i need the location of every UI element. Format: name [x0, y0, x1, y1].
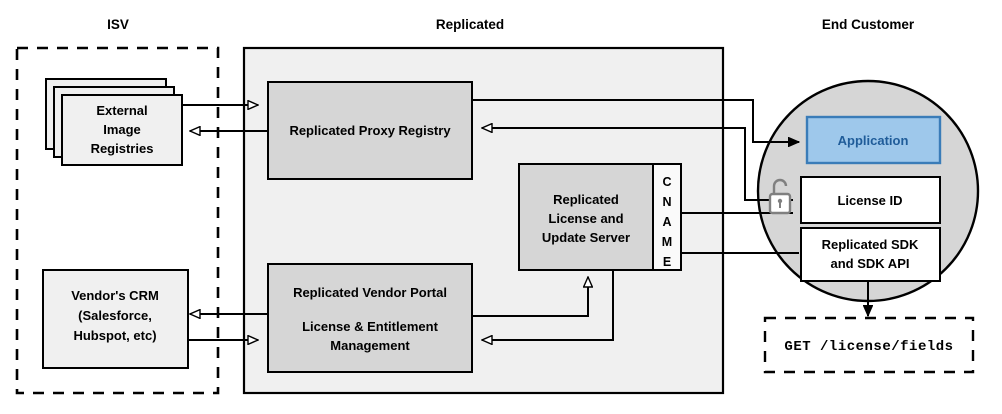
application-box[interactable] — [805, 115, 942, 165]
replicated-proxy-registry-box[interactable] — [267, 81, 473, 180]
external-registries-label-3: Registries — [91, 141, 154, 156]
end-customer-title: End Customer — [822, 17, 915, 32]
vendor-portal-label-1: Replicated Vendor Portal — [293, 285, 447, 300]
license-server-label-2: License and — [548, 211, 623, 226]
license-id-box[interactable] — [800, 176, 941, 224]
cname-strip[interactable] — [652, 163, 682, 271]
connector-portal-to-license-server — [472, 277, 588, 317]
license-server-label-3: Update Server — [542, 230, 630, 245]
replicated-vendor-portal-box[interactable] — [267, 263, 473, 373]
cname-letter-3: A — [662, 215, 671, 229]
cname-letter-1: C — [662, 175, 671, 189]
vendor-portal-label-2: License & Entitlement — [302, 319, 438, 334]
api-call-boundary — [763, 316, 975, 374]
isv-boundary — [15, 46, 220, 395]
vendor-crm-label-1: Vendor's CRM — [71, 288, 159, 303]
connector-proxy-to-application — [472, 99, 799, 142]
isv-title: ISV — [107, 17, 129, 32]
vendor-crm-box[interactable] — [42, 269, 189, 369]
application-label: Application — [838, 133, 909, 148]
vendor-crm-label-3: Hubspot, etc) — [73, 328, 156, 343]
license-server-label-1: Replicated — [553, 192, 619, 207]
vendor-crm-label-2: (Salesforce, — [78, 308, 152, 323]
replicated-title: Replicated — [436, 17, 504, 32]
external-registries-label-2: Image — [103, 122, 141, 137]
external-registries-box[interactable] — [61, 94, 183, 166]
api-call-label: GET /license/fields — [784, 339, 953, 355]
connector-license-server-to-portal — [482, 270, 614, 340]
cname-letter-5: E — [663, 255, 671, 269]
unlocked-padlock-icon — [768, 178, 792, 215]
replicated-sdk-label-1: Replicated SDK — [822, 237, 919, 252]
replicated-sdk-label-2: and SDK API — [831, 256, 910, 271]
external-registries-label-1: External — [96, 103, 147, 118]
replicated-proxy-registry-label: Replicated Proxy Registry — [289, 123, 451, 138]
vendor-portal-label-3: Management — [330, 338, 410, 353]
replicated-sdk-box[interactable] — [800, 227, 941, 282]
cname-letter-2: N — [662, 195, 671, 209]
license-id-label: License ID — [837, 193, 902, 208]
replicated-license-update-server-box[interactable] — [518, 163, 654, 271]
cname-letter-4: M — [662, 235, 672, 249]
